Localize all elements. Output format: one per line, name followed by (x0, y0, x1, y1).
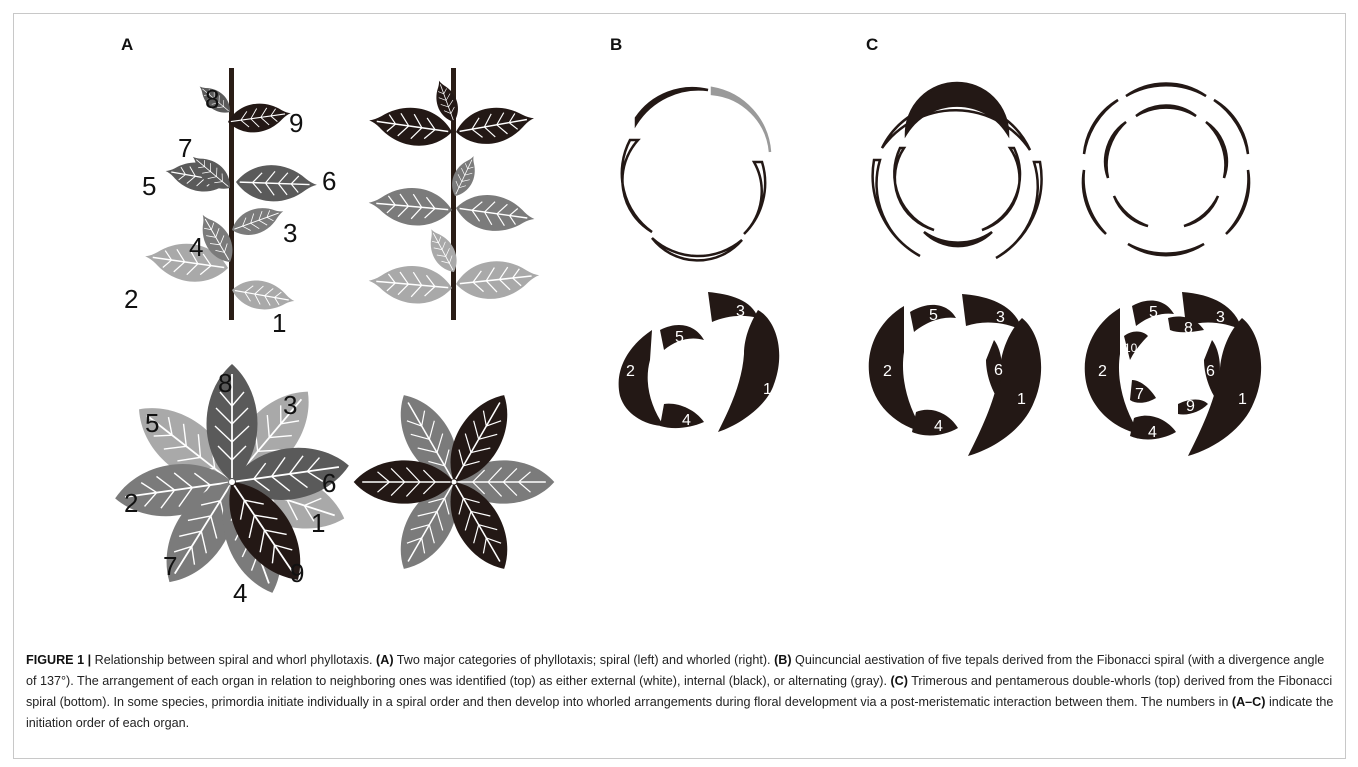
spiral-label-9: 9 (289, 108, 303, 138)
rosette-label-4: 4 (233, 578, 247, 608)
caption-figure-label: FIGURE 1 | (26, 653, 91, 667)
rosette-label-6: 6 (322, 468, 336, 498)
c-tri-label-5: 5 (929, 307, 938, 324)
whorled-rosette-diagram (354, 384, 555, 579)
c-penta-label-4: 4 (1148, 424, 1157, 441)
rosette-label-5: 5 (145, 408, 159, 438)
c-penta-label-8: 8 (1184, 320, 1193, 337)
spiral-tepal-diagram (619, 292, 780, 432)
panel-label-c: C (866, 35, 878, 54)
quincuncial-aestivation-diagram (622, 88, 770, 260)
b-label-5: 5 (675, 329, 684, 346)
spiral-rosette-diagram (112, 364, 353, 602)
b-label-1: 1 (763, 381, 772, 398)
c-penta-label-7: 7 (1135, 386, 1144, 403)
spiral-label-5: 5 (142, 171, 156, 201)
c-penta-label-5: 5 (1149, 304, 1158, 321)
c-tri-label-6: 6 (994, 362, 1003, 379)
b-label-2: 2 (626, 363, 635, 380)
pentamerous-spiral-diagram (1085, 292, 1261, 456)
c-tri-label-1: 1 (1017, 391, 1026, 408)
c-penta-label-1: 1 (1238, 391, 1247, 408)
spiral-label-2: 2 (124, 284, 138, 314)
caption-ref-c: (C) (890, 674, 907, 688)
spiral-label-3: 3 (283, 218, 297, 248)
spiral-label-8: 8 (205, 84, 219, 114)
caption-ref-a-c: (A–C) (1232, 695, 1266, 709)
whorled-stem-diagram (367, 68, 541, 320)
panel-label-b: B (610, 35, 622, 54)
trimerous-spiral-diagram (869, 294, 1041, 456)
spiral-label-4: 4 (189, 232, 203, 262)
rosette-label-9: 9 (290, 558, 304, 588)
spiral-label-1: 1 (272, 308, 286, 338)
c-penta-label-9: 9 (1186, 398, 1195, 415)
c-tri-label-4: 4 (934, 418, 943, 435)
trimerous-double-whorl-diagram (873, 83, 1042, 258)
panel-label-a: A (121, 35, 133, 54)
spiral-label-6: 6 (322, 166, 336, 196)
b-label-4: 4 (682, 412, 691, 429)
c-tri-label-3: 3 (996, 309, 1005, 326)
c-penta-label-10: 10 (1124, 341, 1138, 355)
figure-caption: FIGURE 1 | Relationship between spiral a… (26, 650, 1336, 734)
spiral-label-7: 7 (178, 133, 192, 163)
rosette-label-2: 2 (124, 488, 138, 518)
figure-illustration: A B C 2 1 4 3 5 6 7 8 9 (0, 0, 1358, 650)
caption-ref-b: (B) (774, 653, 791, 667)
c-tri-label-2: 2 (883, 363, 892, 380)
b-label-3: 3 (736, 303, 745, 320)
pentamerous-double-whorl-diagram (1083, 83, 1249, 255)
caption-ref-a: (A) (376, 653, 393, 667)
caption-lead: Relationship between spiral and whorl ph… (91, 653, 376, 667)
c-penta-label-3: 3 (1216, 309, 1225, 326)
rosette-label-8: 8 (218, 368, 232, 398)
c-penta-label-6: 6 (1206, 363, 1215, 380)
rosette-label-3: 3 (283, 390, 297, 420)
rosette-label-1: 1 (311, 508, 325, 538)
rosette-label-7: 7 (163, 551, 177, 581)
spiral-stem-diagram: 2 1 4 3 5 6 7 8 9 (124, 68, 336, 338)
caption-text-a: Two major categories of phyllotaxis; spi… (394, 653, 775, 667)
c-penta-label-2: 2 (1098, 363, 1107, 380)
